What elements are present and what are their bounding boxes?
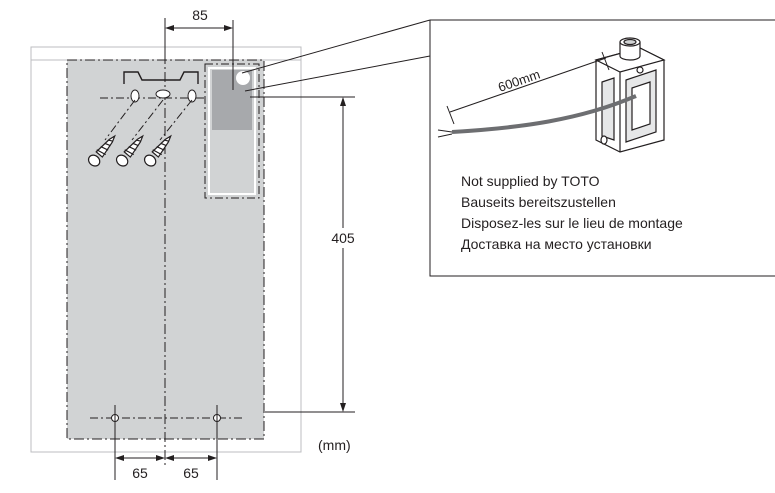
dim-405-arrow-top bbox=[340, 97, 346, 106]
cable-length-label: 600mm bbox=[496, 67, 542, 95]
cable-wire-end bbox=[437, 129, 453, 138]
callout-line-2: Bauseits bereitszustellen bbox=[461, 194, 616, 210]
dim-65-left-label: 65 bbox=[132, 465, 148, 481]
units-label: (mm) bbox=[318, 437, 351, 453]
cable-dimension-tick-right bbox=[601, 51, 610, 71]
callout-box bbox=[429, 19, 775, 277]
mounting-bracket bbox=[123, 71, 199, 84]
callout-leader-bottom bbox=[244, 55, 431, 92]
screw-right-icon bbox=[143, 134, 172, 167]
dim-85-label: 85 bbox=[192, 7, 208, 23]
screw-middle-icon bbox=[115, 134, 144, 167]
dim-405-arrow-bottom bbox=[340, 403, 346, 412]
dim-65-right-label: 65 bbox=[183, 465, 199, 481]
cable-dimension-line bbox=[449, 57, 607, 113]
dim-405-label-bg bbox=[326, 228, 360, 248]
cable-dimension-tick-left bbox=[446, 105, 455, 125]
dim-85-arrow-left bbox=[165, 25, 174, 31]
callout-line-3: Disposez-les sur le lieu de montage bbox=[461, 215, 683, 231]
cable-entry-hole bbox=[236, 71, 250, 85]
dim-405-label: 405 bbox=[331, 230, 355, 246]
callout-line-4: Доставка на место установки bbox=[461, 236, 652, 252]
bracket-hole-center bbox=[155, 89, 171, 99]
callout-line-1: Not supplied by TOTO bbox=[461, 173, 600, 189]
electrical-box-outline bbox=[208, 67, 256, 195]
dim-65-right-arrow-b bbox=[208, 455, 217, 461]
cable bbox=[451, 94, 637, 134]
dim-65-left-arrow-a bbox=[115, 455, 124, 461]
dim-65-left-arrow-b bbox=[156, 455, 165, 461]
dim-85-arrow-right bbox=[224, 25, 233, 31]
screw-left-icon bbox=[87, 134, 116, 167]
callout-leader-top bbox=[241, 19, 431, 74]
bracket-hole-right bbox=[187, 89, 197, 103]
bracket-hole-left bbox=[130, 89, 140, 103]
dim-65-right-arrow-a bbox=[165, 455, 174, 461]
junction-box-icon bbox=[594, 37, 666, 153]
